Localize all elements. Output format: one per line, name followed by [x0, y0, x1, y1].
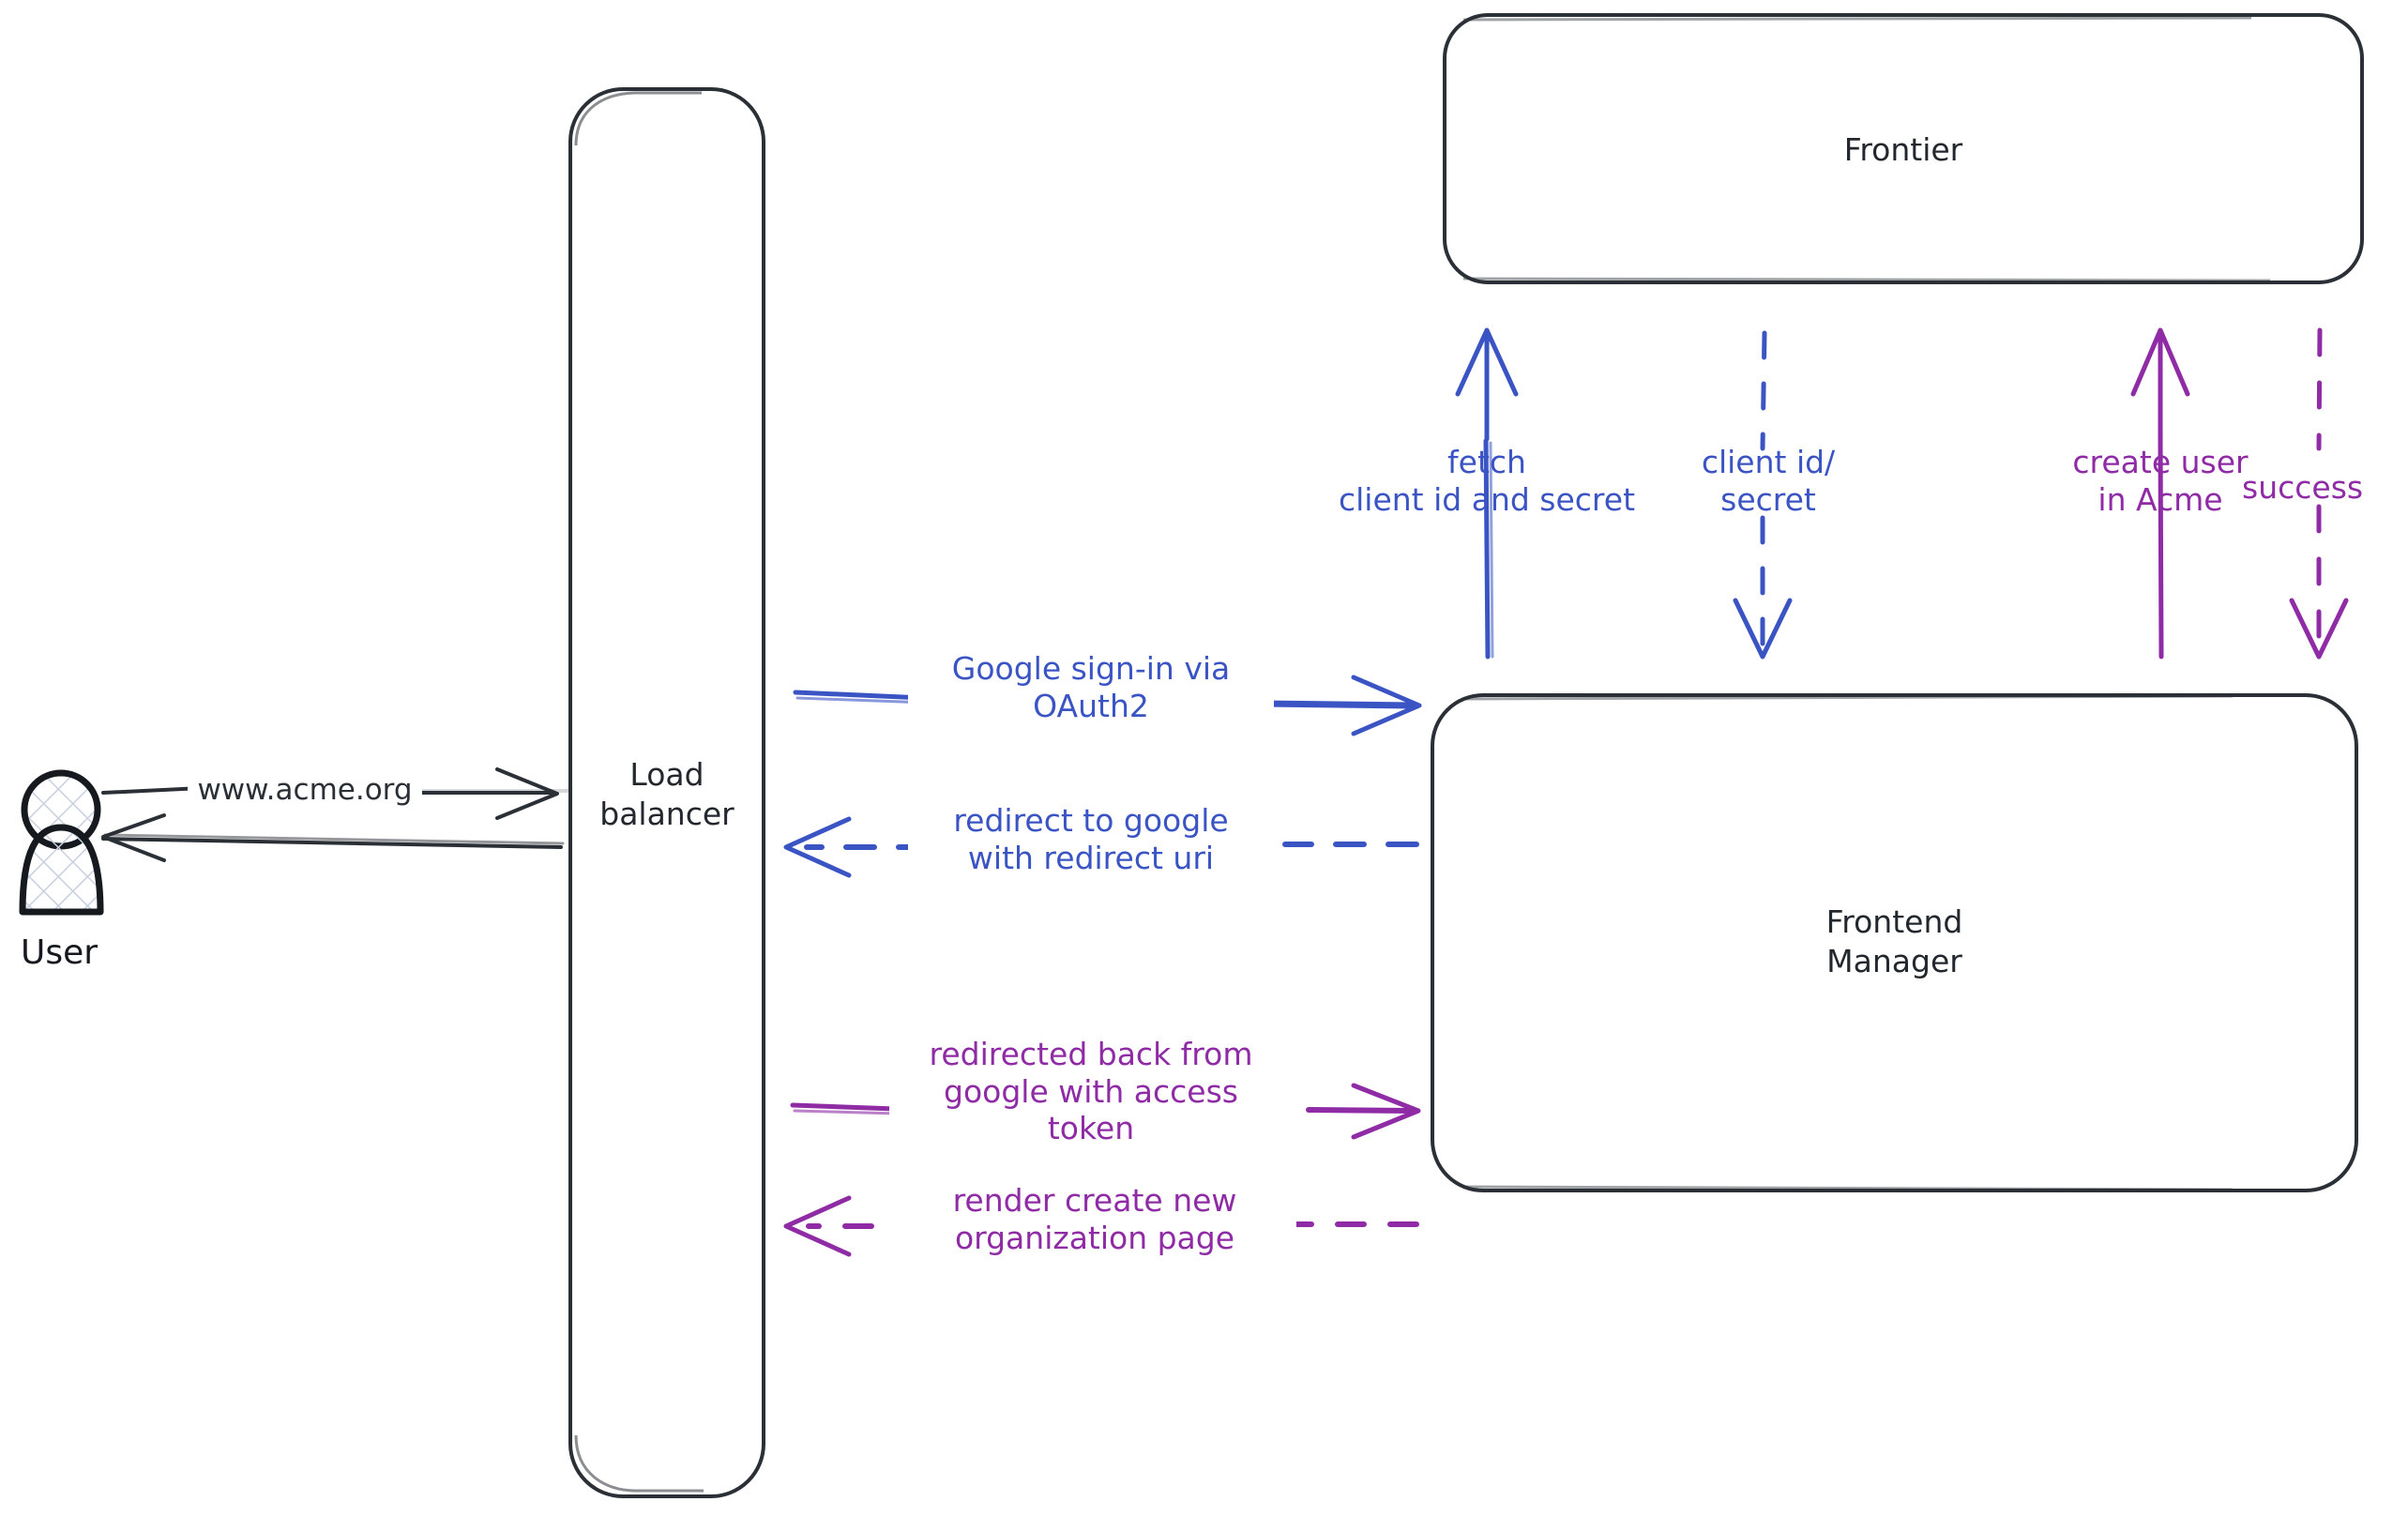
edge-client-id-secret-line [1733, 330, 1793, 660]
edge-user-to-load-balancer-line [101, 767, 572, 820]
node-frontier-shape[interactable] [1443, 13, 2364, 284]
user-actor-glyph [19, 769, 104, 916]
edge-google-signin-via-oauth2-line [793, 675, 1422, 736]
edge-fetch-client-id-and-secret-line [1455, 327, 1519, 660]
edge-redirect-to-google-line [783, 816, 1419, 878]
edge-load-balancer-to-user-line [101, 813, 565, 862]
edge-success-line [2289, 327, 2349, 660]
edge-render-create-new-organization-page-line [783, 1195, 1419, 1257]
node-load-balancer-shape[interactable] [568, 87, 765, 1498]
edge-create-user-in-acme-line [2130, 327, 2190, 660]
user-actor-label: User [21, 933, 98, 972]
edge-redirected-back-with-access-token-line [790, 1083, 1421, 1140]
node-frontend-manager-shape[interactable] [1431, 693, 2358, 1192]
